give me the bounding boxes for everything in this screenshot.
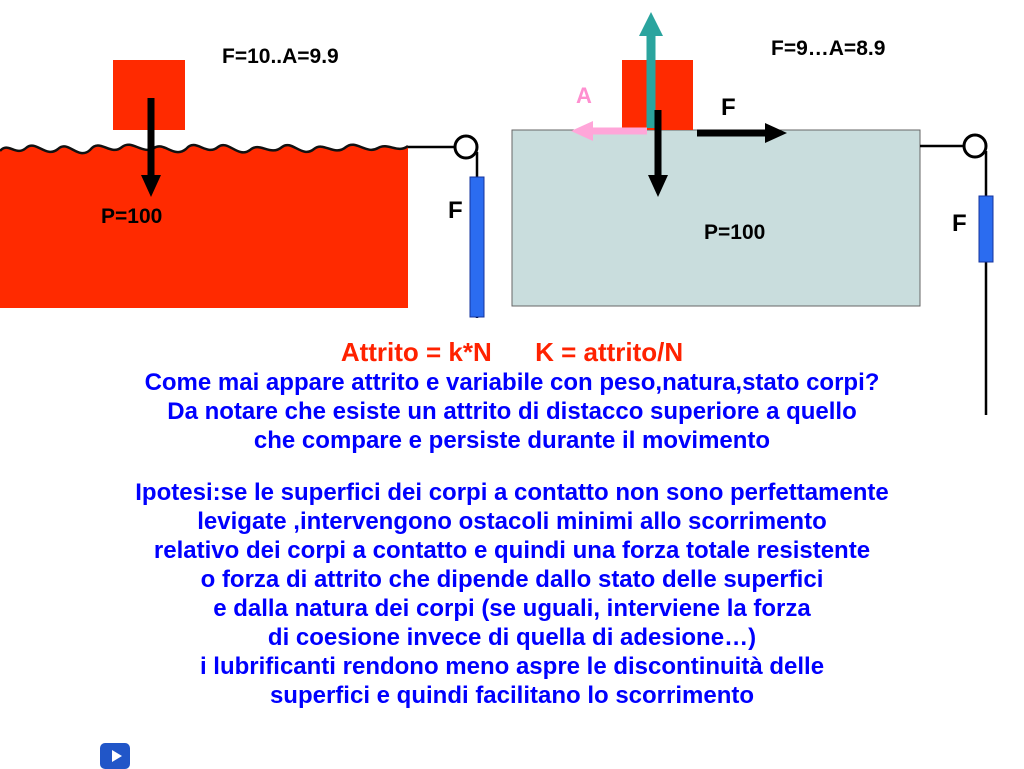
left-rope-force-label: F	[448, 197, 463, 224]
left-top-label: F=10..A=9.9	[222, 45, 339, 68]
left-pulley	[453, 134, 479, 160]
text-line: o forza di attrito che dipende dallo sta…	[200, 566, 824, 593]
text-line: relativo dei corpi a contatto e quindi u…	[153, 537, 871, 564]
text-line: levigate ,intervengono ostacoli minimi a…	[197, 508, 827, 535]
left-weight-rect	[469, 176, 485, 318]
formula-line: Attrito = k*N K = attrito/N	[340, 337, 684, 367]
text-line: i lubrificanti rendono meno aspre le dis…	[199, 653, 825, 680]
right-weight-label: P=100	[704, 221, 766, 244]
friction-arrow-head	[571, 121, 593, 141]
left-rough-surface	[0, 144, 408, 308]
hypothesis-paragraph: Ipotesi:se le superfici dei corpi a cont…	[0, 478, 1024, 710]
friction-label: A	[576, 83, 592, 108]
right-weight-arrow-head	[648, 175, 668, 197]
lift-arrow-head	[639, 12, 663, 36]
slideplayer-logo	[100, 743, 130, 769]
intro-paragraph: Come mai appare attrito e variabile con …	[0, 368, 1024, 455]
text-line: Come mai appare attrito e variabile con …	[144, 369, 880, 396]
text-line: e dalla natura dei corpi (se uguali, int…	[213, 595, 811, 622]
left-surface-wavy-edge	[0, 143, 409, 155]
applied-force-arrow-head	[765, 123, 787, 143]
left-weight-label: P=100	[101, 205, 163, 228]
slideplayer-play-icon	[111, 750, 122, 762]
left-weight-arrow-head	[141, 175, 161, 197]
text-line: superfici e quindi facilitano lo scorrim…	[269, 682, 755, 709]
right-rope-force-label: F	[952, 210, 967, 237]
right-pulley	[962, 133, 988, 159]
text-line: che compare e persiste durante il movime…	[253, 427, 771, 454]
text-line: di coesione invece di quella di adesione…	[267, 624, 757, 651]
right-top-label: F=9…A=8.9	[771, 37, 886, 60]
right-surface	[511, 129, 921, 307]
text-line: Ipotesi:se le superfici dei corpi a cont…	[135, 479, 889, 506]
right-weight-rect	[978, 195, 994, 263]
friction-diagram	[0, 12, 994, 415]
text-line: Da notare che esiste un attrito di dista…	[167, 398, 857, 425]
applied-force-label: F	[721, 94, 736, 121]
